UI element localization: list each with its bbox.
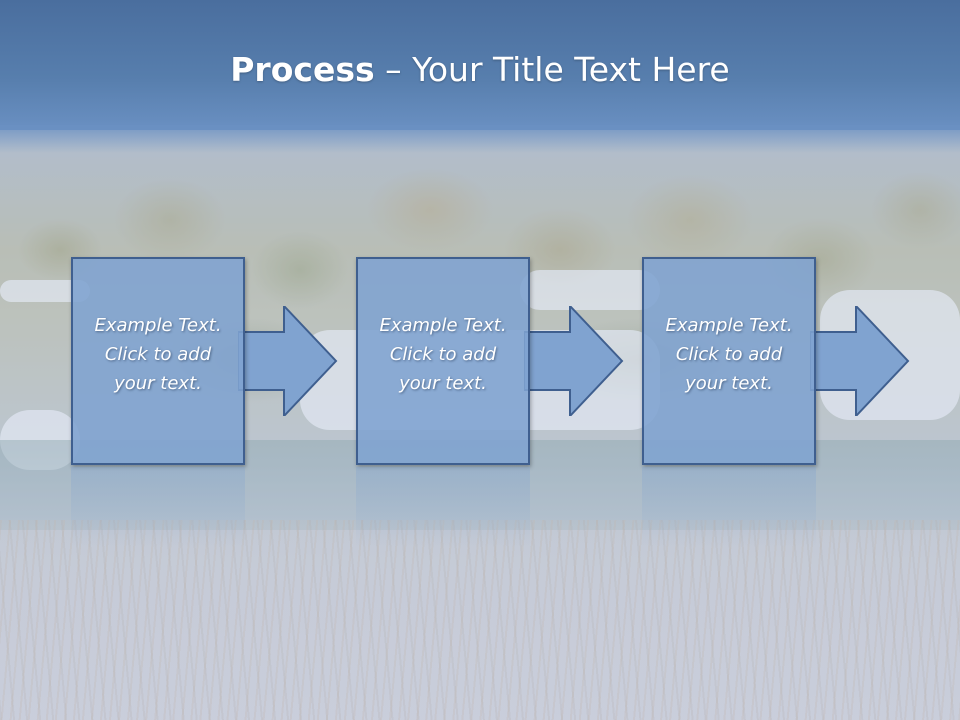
background-grass bbox=[0, 520, 960, 720]
step-1-text[interactable]: Example Text. Click to add your text. bbox=[73, 311, 243, 398]
step-1-reflection bbox=[71, 467, 245, 547]
background-plane-wing bbox=[0, 280, 90, 302]
process-step-3[interactable]: Example Text. Click to add your text. bbox=[642, 257, 816, 465]
title-bold-part: Process bbox=[230, 50, 375, 89]
step-3-text[interactable]: Example Text. Click to add your text. bbox=[644, 311, 814, 398]
step-1-line-2: Click to add bbox=[104, 344, 212, 365]
arrow-2-icon bbox=[524, 306, 624, 416]
arrow-1-icon bbox=[238, 306, 338, 416]
step-3-line-3: your text. bbox=[685, 373, 773, 394]
background-plane-tail bbox=[520, 270, 660, 310]
step-1-line-3: your text. bbox=[114, 373, 202, 394]
step-3-reflection bbox=[642, 467, 816, 547]
arrow-3-icon bbox=[810, 306, 910, 416]
step-2-line-3: your text. bbox=[399, 373, 487, 394]
title-rest-part: – Your Title Text Here bbox=[374, 50, 730, 89]
step-2-line-1: Example Text. bbox=[379, 315, 507, 336]
step-3-line-1: Example Text. bbox=[665, 315, 793, 336]
title-band-fade bbox=[0, 125, 960, 153]
process-step-1[interactable]: Example Text. Click to add your text. bbox=[71, 257, 245, 465]
step-3-line-2: Click to add bbox=[675, 344, 783, 365]
step-2-reflection bbox=[356, 467, 530, 547]
background-plane-body bbox=[0, 410, 80, 470]
step-2-text[interactable]: Example Text. Click to add your text. bbox=[358, 311, 528, 398]
slide-title[interactable]: Process – Your Title Text Here bbox=[0, 50, 960, 89]
title-band bbox=[0, 0, 960, 130]
step-1-line-1: Example Text. bbox=[94, 315, 222, 336]
process-step-2[interactable]: Example Text. Click to add your text. bbox=[356, 257, 530, 465]
step-2-line-2: Click to add bbox=[389, 344, 497, 365]
